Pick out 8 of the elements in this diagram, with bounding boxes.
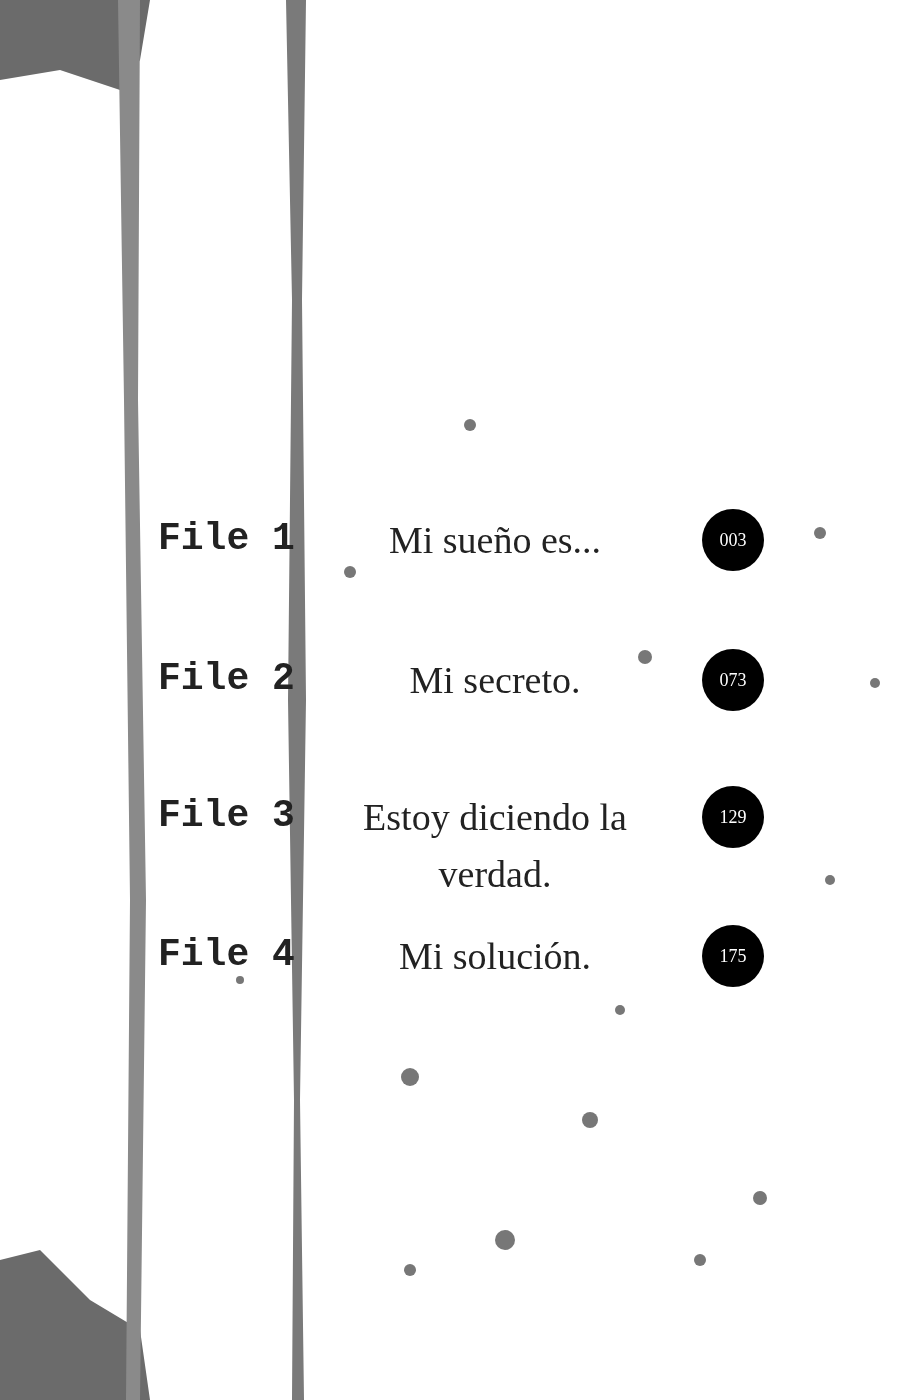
page-number: 003	[719, 528, 747, 552]
chapter-title: Mi solución.	[397, 934, 593, 979]
chapter-title: Mi sueño es...	[387, 518, 603, 563]
chapter-title: Estoy diciendo la verdad.	[362, 795, 628, 897]
page-number: 073	[719, 668, 747, 692]
page-number: 175	[719, 944, 747, 968]
chapter-title: Mi secreto.	[408, 658, 582, 703]
page-number: 129	[719, 805, 747, 829]
